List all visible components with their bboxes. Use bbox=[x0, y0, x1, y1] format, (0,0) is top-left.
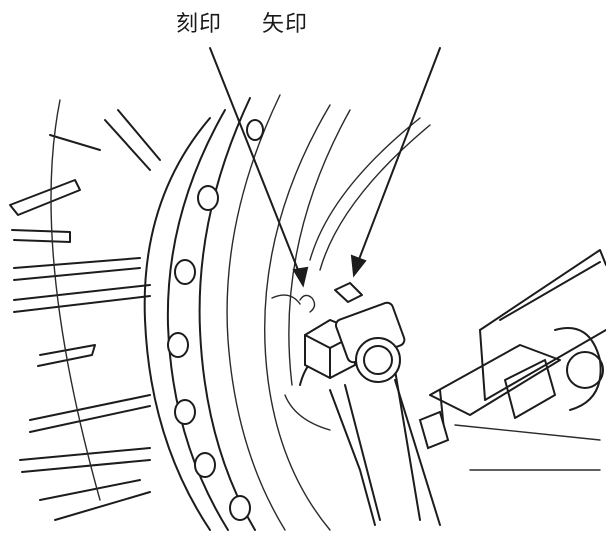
label-arrow-mark: 矢印 bbox=[262, 12, 309, 37]
brake-disc bbox=[143, 94, 286, 531]
wheel-spokes bbox=[9, 99, 161, 521]
footpeg-bracket bbox=[418, 249, 606, 471]
wheel-rim bbox=[264, 104, 431, 531]
pointer-arrows bbox=[209, 47, 441, 288]
axle-adjuster bbox=[271, 282, 406, 383]
label-engraved-mark: 刻印 bbox=[176, 12, 223, 37]
